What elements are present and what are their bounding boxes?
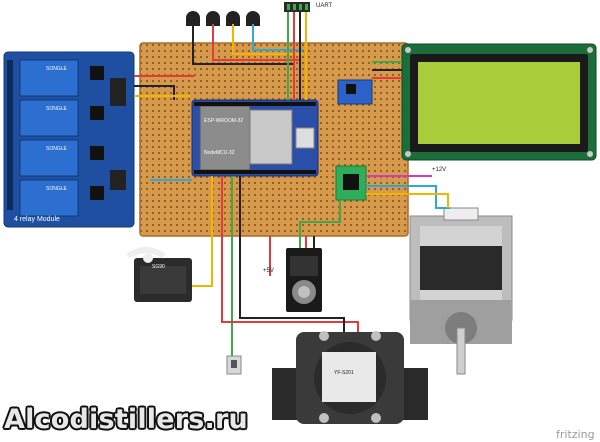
flow-sensor-label: YF-S201 xyxy=(334,370,354,376)
relay-3 xyxy=(19,139,104,177)
relay-module-label: 4 relay Module xyxy=(14,216,60,223)
esp-chip-label: ESP-WROOM-32 xyxy=(204,118,244,124)
transistors xyxy=(186,11,260,26)
relay-1 xyxy=(19,59,104,97)
flow-sensor xyxy=(272,331,428,424)
relay-brand-label: SONGLE xyxy=(46,186,67,192)
relay-brand-label: SONGLE xyxy=(46,66,67,72)
stepper-driver xyxy=(335,165,367,201)
relay-module xyxy=(3,51,135,228)
servo-label: SG90 xyxy=(152,264,165,270)
relay-brand-label: SONGLE xyxy=(46,106,67,112)
uart-label: UART xyxy=(316,3,333,9)
relay-brand-label: SONGLE xyxy=(46,146,67,152)
relay-4 xyxy=(19,179,104,217)
esp-board-label: NodeMCU-32 xyxy=(204,150,235,156)
plus5v-label: +5V xyxy=(263,268,274,274)
plus12v-label: +12V xyxy=(432,167,447,173)
esp32-board xyxy=(191,99,319,177)
lcd-display xyxy=(401,43,597,161)
relay-2 xyxy=(19,99,104,137)
rtc-module xyxy=(337,79,373,105)
push-button xyxy=(226,355,242,375)
wires xyxy=(134,12,450,356)
servo-motor xyxy=(126,247,192,302)
uart-header xyxy=(284,2,310,12)
stepper-motor xyxy=(409,207,513,375)
fritzing-label: fritzing xyxy=(556,428,595,441)
rotary-encoder xyxy=(286,248,322,312)
watermark-text: Alcodistillers.ru xyxy=(4,404,248,435)
